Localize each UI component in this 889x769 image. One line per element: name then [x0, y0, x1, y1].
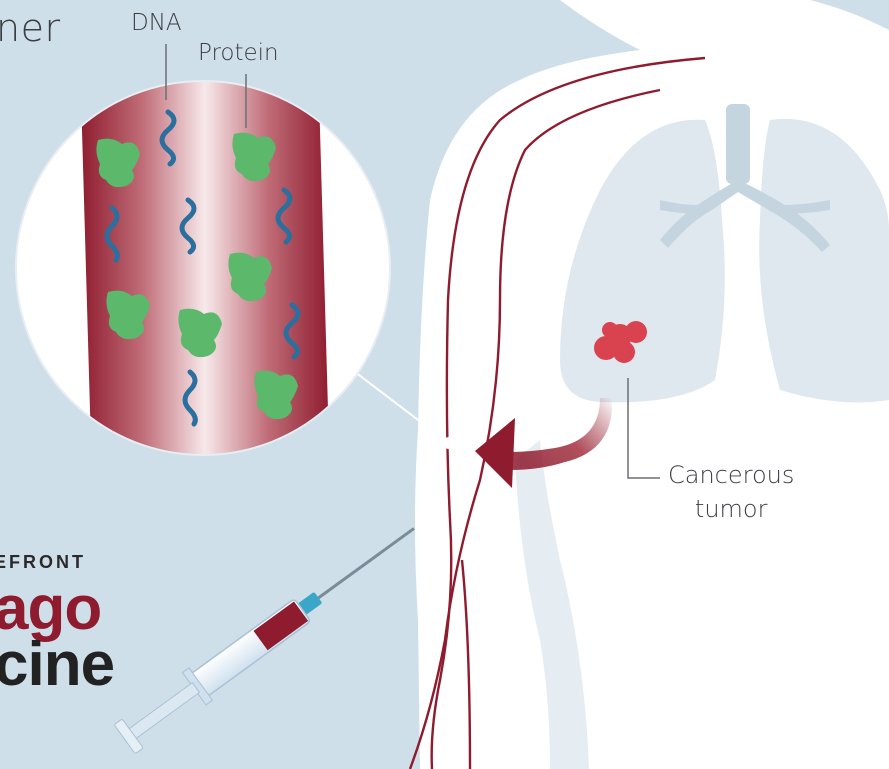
protein-label: Protein	[198, 40, 279, 66]
brand-line1: ago	[0, 581, 114, 637]
syringe-illustration	[113, 513, 426, 756]
tumor-label-line2: tumor	[668, 492, 794, 526]
brand-logo: EFRONT ago cine	[0, 552, 114, 693]
tumor-label-line1: Cancerous	[668, 458, 794, 492]
brand-line2: cine	[0, 637, 114, 693]
dna-label: DNA	[131, 10, 182, 36]
tumor-label: Cancerous tumor	[668, 458, 794, 526]
brand-kicker: EFRONT	[0, 552, 114, 573]
sample-point	[443, 437, 455, 449]
magnified-vessel-callout	[16, 60, 390, 480]
page-title-fragment: ner	[0, 6, 61, 50]
